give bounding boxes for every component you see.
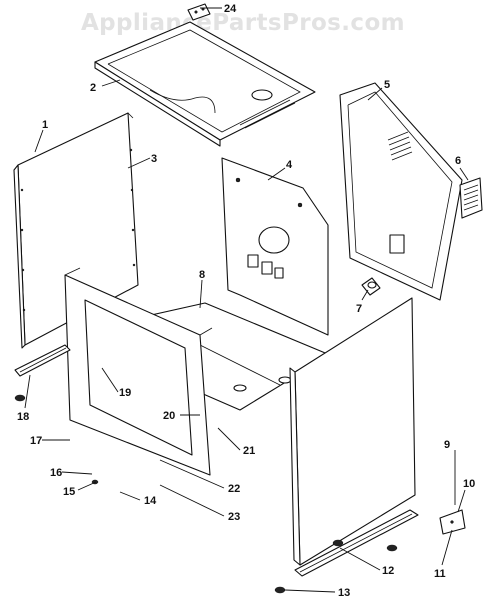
part-clip: [361, 277, 381, 296]
callout-24: 24: [224, 3, 237, 15]
part-vent-cover: [459, 177, 483, 219]
callout-22: 22: [228, 483, 240, 495]
callout-2: 2: [90, 82, 96, 94]
callout-9: 9: [444, 439, 450, 451]
callout-numbers: 24 2 1 3 4 5 6 7 8 9 10 11 12 13 14 15 1…: [17, 3, 475, 599]
callout-17: 17: [30, 435, 42, 447]
part-back-panel: [221, 157, 329, 336]
callout-12: 12: [382, 565, 394, 577]
part-left-bracket: [14, 344, 71, 377]
leader-lines: [24, 7, 469, 593]
part-left-side-panel: [13, 112, 139, 349]
part-foot-bracket: [439, 509, 466, 535]
watermark: AppliancePartsPros.com: [80, 10, 406, 36]
callout-8: 8: [199, 269, 205, 281]
callout-1: 1: [42, 119, 48, 131]
callout-6: 6: [455, 155, 461, 167]
callout-23: 23: [228, 511, 240, 523]
part-top-panel: [94, 21, 316, 147]
callout-15: 15: [63, 486, 75, 498]
part-bracket-top: [187, 3, 211, 21]
callout-20: 20: [163, 410, 175, 422]
callout-10: 10: [463, 478, 475, 490]
callout-13: 13: [338, 587, 350, 599]
callout-3: 3: [151, 153, 157, 165]
callout-14: 14: [144, 495, 157, 507]
callout-19: 19: [119, 387, 131, 399]
callout-4: 4: [286, 159, 293, 171]
callout-16: 16: [50, 467, 62, 479]
callout-7: 7: [356, 303, 362, 315]
callout-5: 5: [384, 79, 390, 91]
part-lower-rail: [294, 509, 419, 577]
callout-21: 21: [243, 445, 255, 457]
callout-11: 11: [434, 568, 446, 580]
part-front-frame: [64, 267, 213, 476]
callout-18: 18: [17, 411, 29, 423]
part-right-side-panel: [289, 297, 416, 566]
part-rear-panel: [339, 82, 463, 301]
